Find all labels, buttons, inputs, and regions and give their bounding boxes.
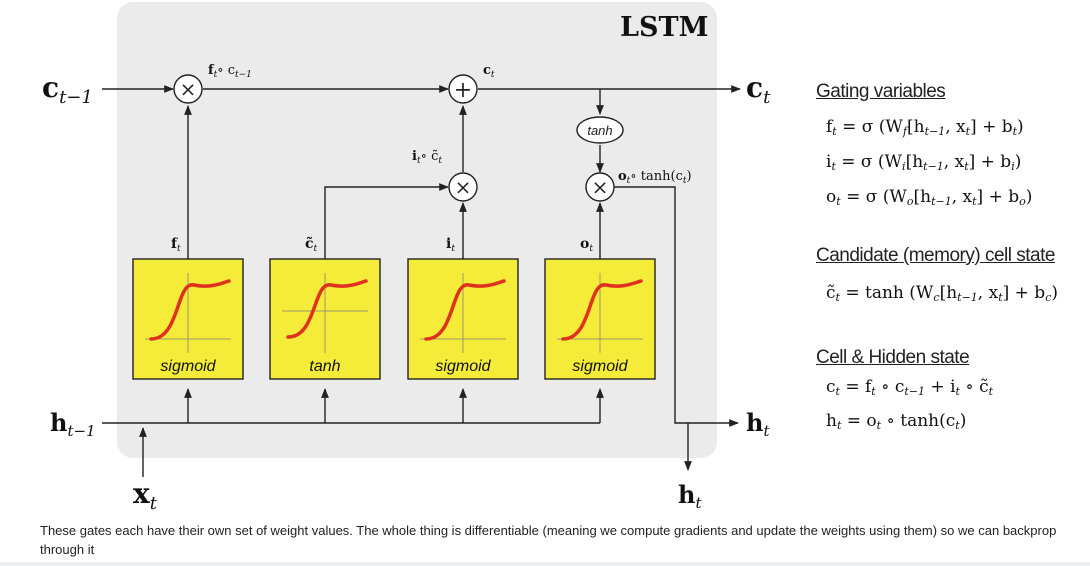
lstm-cell-panel <box>117 2 717 458</box>
output-multiply-op: × <box>585 172 615 202</box>
c-next-label: ct <box>746 71 771 108</box>
c-prev-label: ct−1 <box>42 71 93 108</box>
output-signal-label: ot <box>580 236 593 254</box>
diagram-title: LSTM <box>620 12 708 43</box>
times-symbol: × <box>180 77 197 101</box>
candidate-cell-equation: c̃t = tanh (Wc[ht−1, xt] + bc) <box>826 283 1059 304</box>
forget-gate-equation: ft = σ (Wf[ht−1, xt] + bt) <box>826 117 1024 138</box>
input-signal-label: it <box>446 236 455 254</box>
output-gate-box: sigmoid <box>544 258 656 380</box>
times-symbol: × <box>592 175 609 199</box>
output-gate-label: sigmoid <box>572 358 628 375</box>
activation-curve <box>424 279 506 341</box>
tanh-ellipse-label: tanh <box>587 123 612 138</box>
h-next-label: ht <box>746 408 770 440</box>
cell-add-op: + <box>448 74 478 104</box>
connection-lines <box>102 85 741 477</box>
cell-state-equation: ct = ft ∘ ct−1 + it ∘ c̃t <box>826 377 994 398</box>
tanh-activation: tanh <box>576 116 624 144</box>
forget-multiply-op: × <box>173 74 203 104</box>
candidate-gate-box: tanh <box>269 258 381 380</box>
input-product-label: it∘ c̃t <box>412 149 442 166</box>
input-gate-equation: it = σ (Wi[ht−1, xt] + bi) <box>826 152 1022 173</box>
times-symbol: × <box>455 175 472 199</box>
input-gate-label: sigmoid <box>435 358 491 375</box>
input-multiply-op: × <box>448 172 478 202</box>
hidden-state-equation: ht = ot ∘ tanh(ct) <box>826 411 967 432</box>
activation-curve <box>561 279 643 341</box>
bottom-divider <box>0 562 1090 566</box>
candidate-gate-label: tanh <box>309 358 340 375</box>
x-input-label: xt <box>133 477 158 514</box>
output-gate-equation: ot = σ (Wo[ht−1, xt] + bo) <box>826 187 1033 208</box>
gating-variables-heading: Gating variables <box>816 81 946 102</box>
forget-gate-label: sigmoid <box>160 358 216 375</box>
candidate-cell-heading: Candidate (memory) cell state <box>816 245 1055 266</box>
input-gate-box: sigmoid <box>407 258 519 380</box>
caption-text: These gates each have their own set of w… <box>40 523 1057 557</box>
forget-product-label: ft∘ ct−1 <box>208 63 252 80</box>
activation-curve <box>286 279 368 339</box>
cell-state-top-label: ct <box>483 63 495 80</box>
forget-gate-box: sigmoid <box>132 258 244 380</box>
activation-curve <box>149 279 231 341</box>
h-prev-label: ht−1 <box>50 408 96 440</box>
output-product-label: ot∘ tanh(ct) <box>618 169 692 186</box>
h-output-label: ht <box>678 480 702 512</box>
cell-hidden-heading: Cell & Hidden state <box>816 347 970 368</box>
forget-signal-label: ft <box>171 236 181 254</box>
candidate-signal-label: c̃t <box>305 235 318 254</box>
plus-symbol: + <box>454 78 472 103</box>
